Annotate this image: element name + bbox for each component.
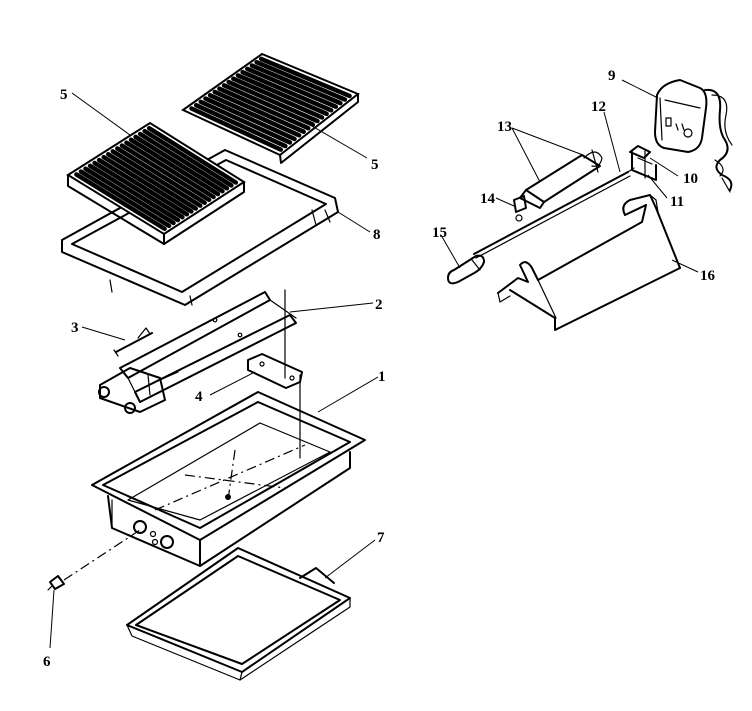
grate-bar [203,96,297,142]
callout-15: 15 [432,225,447,241]
grate-bar [240,69,334,113]
grate-bar [128,137,221,197]
callout-labels: 1 2 3 4 5 5 6 7 8 9 10 11 12 13 14 15 16 [43,68,716,670]
grate-bar [235,73,329,117]
grate-bar [212,89,306,134]
callout-4: 4 [195,389,203,405]
grate-bar [124,140,216,200]
callout-14: 14 [480,191,496,207]
mounting-plate-part [247,353,303,459]
callout-5-front: 5 [60,87,68,103]
grate-bar [193,102,288,149]
grate-bar [258,56,352,99]
grate-bar [115,146,207,206]
grate-bar [92,160,185,220]
leader-lines [49,79,699,649]
grate-bar [249,63,343,106]
drip-tray-part [126,547,351,681]
element-bracket-part [119,289,297,403]
callout-12: 12 [591,99,606,115]
grate-bar [110,149,203,208]
grate-bar [87,163,181,223]
grate-bar [133,134,225,194]
probe-pin-part [113,327,153,357]
callout-13: 13 [497,119,512,135]
spit-handle-part [447,254,485,285]
grate-bar [198,99,293,145]
grate-bar [101,154,194,214]
motor-bracket-part [629,145,657,181]
grate-bar [74,172,167,232]
callout-7: 7 [377,530,385,546]
grate-bar [231,76,325,120]
grill-grate-rear-part [181,52,360,164]
grate-bar [146,125,239,185]
spit-rod-part [473,167,635,259]
callout-8: 8 [373,227,381,243]
grate-bar [119,143,212,203]
spit-forks-part [519,149,603,209]
callout-11: 11 [670,194,684,210]
drip-pan-housing-part [91,391,366,567]
screw-part [47,529,141,591]
grate-bar [189,106,283,152]
grate-bar [221,83,316,127]
wire-rack-part [497,194,681,331]
grate-bar [226,79,320,124]
callout-10: 10 [683,171,698,187]
callout-5-rear: 5 [371,157,379,173]
grate-bar [245,66,339,109]
grate-bar [96,157,190,217]
grate-bar [78,169,172,229]
fork-screw-part [513,195,527,222]
grate-bar [217,86,311,131]
callout-16: 16 [700,268,716,284]
rotisserie-motor-part [654,79,733,193]
grill-grate-front-part [66,121,246,245]
grate-bar [105,151,199,211]
heating-element-part [98,367,179,414]
callout-6: 6 [43,654,51,670]
grate-bar [207,93,302,138]
grate-bar [137,131,230,191]
callout-9: 9 [608,68,616,84]
grate-bar [83,166,176,226]
callout-3: 3 [71,320,79,336]
callout-2: 2 [375,297,383,313]
grate-bar [254,59,348,102]
grate-bar [142,128,234,188]
callout-1: 1 [378,369,386,385]
